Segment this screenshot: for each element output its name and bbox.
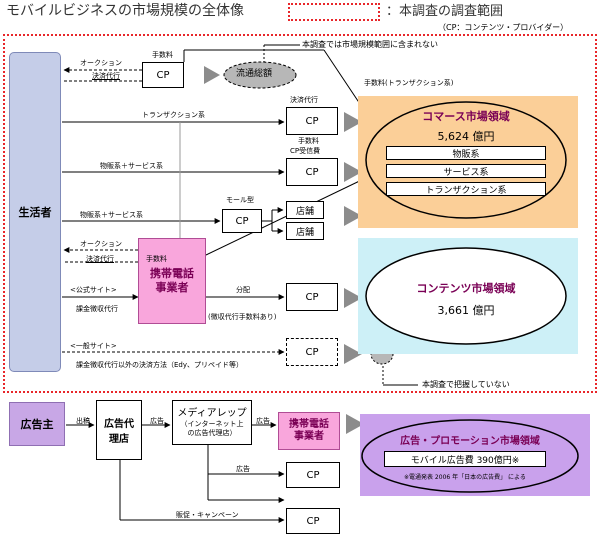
media-rep-title: メディアレップ: [177, 407, 247, 419]
media-rep-box: メディアレップ （インターネット上 の広告代理店）: [172, 400, 252, 445]
mall-label: モール型: [226, 196, 254, 204]
item-label: 物販系: [452, 149, 480, 160]
cp-label: CP: [305, 166, 319, 178]
transaction-label: トランザクション系: [142, 111, 205, 119]
commerce-item-service: サービス系: [386, 164, 546, 178]
cp-box-transaction: CP: [286, 107, 338, 135]
fee-label: 手数料: [152, 51, 173, 59]
out-of-scope-note: 本調査では市場規模範囲に含まれない: [302, 40, 438, 49]
commerce-value: 5,624 億円: [437, 130, 495, 143]
survey-scope-region: [3, 34, 597, 393]
placement-label: 出稿: [76, 417, 90, 425]
carrier2-line2: 事業者: [294, 431, 324, 442]
item-label: トランザクション系: [425, 185, 507, 196]
settlement-label-2: 決済代行: [86, 255, 114, 263]
store-box-1: 店舗: [286, 201, 324, 219]
distribute-label: 分配: [236, 286, 250, 294]
goods-service-label: 物販系＋サービス系: [100, 162, 163, 170]
fee-transaction-label: 手数料(トランザクション系): [364, 79, 454, 87]
cp-box-general: CP: [286, 338, 338, 366]
auction-label: オークション: [80, 59, 122, 67]
ad-market-value: モバイル広告費 390億円※: [384, 451, 546, 467]
ad-label-3: 広告: [236, 465, 250, 473]
cp-label: CP: [305, 115, 319, 127]
cp-box-mall: CP: [222, 209, 262, 233]
billing-agency-label: 課金徴収代行: [76, 305, 118, 313]
advertiser-box: 広告主: [9, 402, 65, 446]
store-box-2: 店舗: [286, 222, 324, 240]
store-label: 店舗: [295, 227, 314, 238]
settlement-label: 決済代行: [92, 72, 120, 80]
advertiser-label: 広告主: [20, 418, 54, 431]
commerce-market: コマース市場領域 5,624 億円: [376, 108, 556, 144]
carrier-fee-label: 手数料: [146, 255, 167, 263]
legend-label: ：本調査の調査範囲: [386, 4, 504, 19]
other-payment-label: 課金徴収代行以外の決済方法（Edy、プリペイド等）: [76, 361, 244, 369]
cp-note: （CP：コンテンツ・プロバイダー）: [438, 23, 569, 32]
consumer-label: 生活者: [18, 206, 52, 219]
carrier-box-ad: 携帯電話 事業者: [278, 412, 340, 450]
payment-agency-label: 決済代行: [290, 96, 318, 104]
legend-swatch: [288, 3, 380, 21]
fee-cp-label-2: CP受信費: [290, 147, 321, 155]
ad-label-1: 広告: [150, 417, 164, 425]
page-title: モバイルビジネスの市場規模の全体像: [6, 3, 244, 19]
official-site-label: <公式サイト>: [70, 286, 117, 294]
goods-service-label-2: 物販系＋サービス系: [80, 211, 143, 219]
promo-label: 販促・キャンペーン: [176, 511, 239, 519]
item-label: サービス系: [443, 167, 489, 178]
content-title: コンテンツ市場領域: [416, 282, 516, 295]
ad-agency-line2: 理店: [109, 434, 129, 445]
commerce-item-goods: 物販系: [386, 146, 546, 160]
cp-box-ad-2: CP: [286, 508, 340, 534]
ad-label-2: 広告: [256, 417, 270, 425]
cp-label: CP: [235, 215, 249, 227]
not-captured-note: 本調査で把握していない: [422, 380, 510, 389]
ad-agency-box: 広告代 理店: [96, 400, 142, 460]
ad-value-label: モバイル広告費 390億円※: [410, 455, 520, 466]
cp-label: CP: [305, 346, 319, 358]
ad-market: 広告・プロモーション市場領域: [380, 432, 560, 447]
cp-box-official: CP: [286, 283, 338, 311]
carrier2-line1: 携帯電話: [289, 418, 329, 430]
cp-box-ad-1: CP: [286, 462, 340, 488]
general-site-label: <一般サイト>: [70, 342, 117, 350]
commerce-title: コマース市場領域: [422, 110, 510, 123]
fee-cp-label-1: 手数料: [298, 137, 319, 145]
ad-footnote: ※電通発表 2006 年「日本の広告費」 による: [404, 474, 526, 481]
content-market: コンテンツ市場領域 3,661 億円: [386, 280, 546, 318]
carrier-line2: 事業者: [155, 281, 189, 294]
ad-agency-line1: 広告代: [104, 419, 134, 430]
cp-box-auction: CP: [142, 62, 184, 88]
cp-label: CP: [156, 69, 170, 81]
cp-box-goods: CP: [286, 158, 338, 186]
cp-label: CP: [305, 291, 319, 303]
media-rep-sub1: （インターネット上: [180, 419, 244, 428]
auction-label-2: オークション: [80, 240, 122, 248]
store-label: 店舗: [295, 206, 314, 217]
cp-label: CP: [306, 515, 320, 527]
carrier-box: 携帯電話 事業者: [138, 238, 206, 324]
distribution-label: 流通総額: [236, 69, 273, 79]
carrier-line1: 携帯電話: [150, 267, 194, 281]
cp-label: CP: [306, 469, 320, 481]
media-rep-sub2: の広告代理店）: [187, 429, 237, 437]
content-value: 3,661 億円: [437, 304, 495, 317]
ad-market-title: 広告・プロモーション市場領域: [400, 436, 540, 447]
consumer-box: 生活者: [9, 52, 61, 372]
commerce-item-transaction: トランザクション系: [386, 182, 546, 196]
billing-fee-label: (徴収代行手数料あり): [208, 313, 277, 321]
